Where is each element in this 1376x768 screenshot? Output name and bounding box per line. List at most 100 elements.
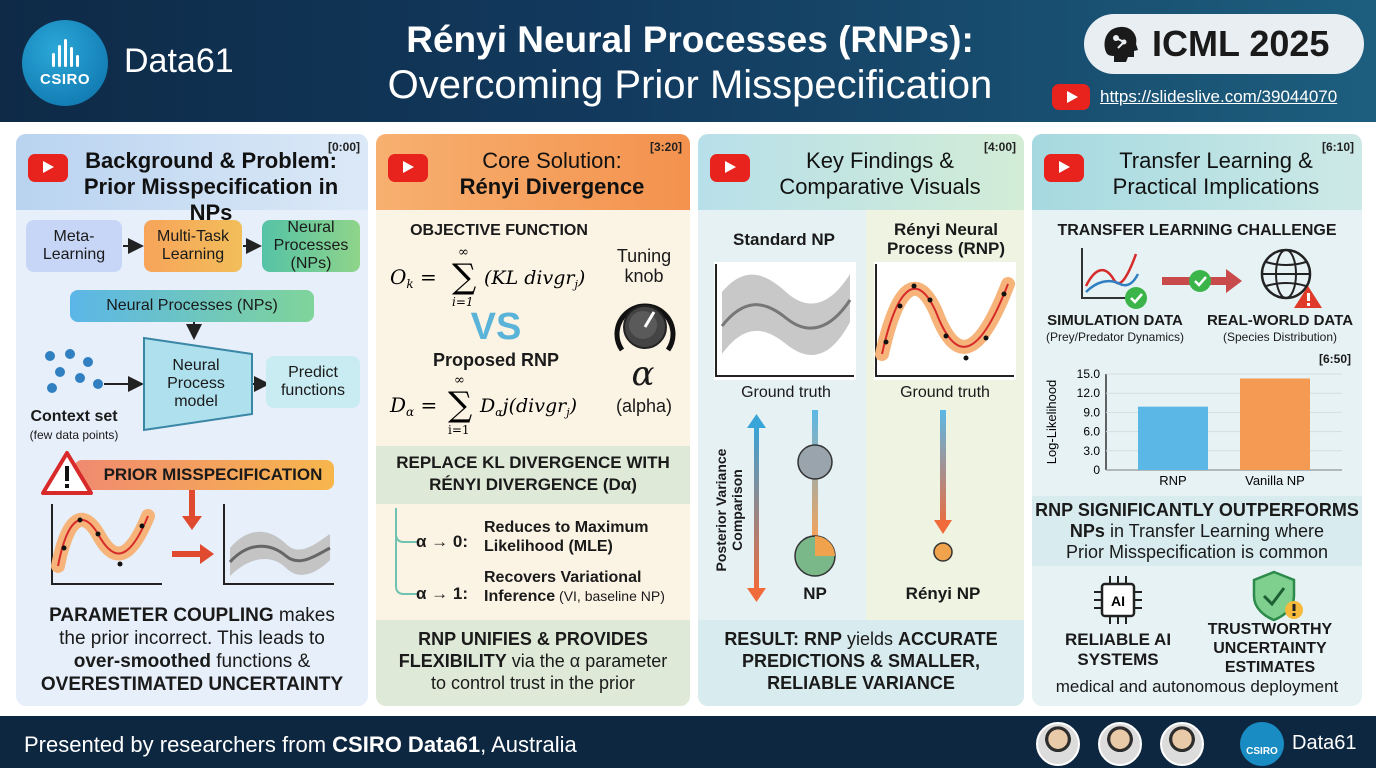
- outperform-text: RNP SIGNIFICANTLY OUTPERFORMS NPs in Tra…: [1032, 496, 1362, 566]
- column-background: Background & Problem:Prior Misspecificat…: [16, 134, 368, 706]
- y-tick-label: 9.0: [1083, 405, 1100, 419]
- footer-csiro-logo: CSIRO: [1240, 722, 1284, 766]
- np-variance-bar: [794, 410, 836, 577]
- model-trapezoid: [143, 336, 253, 432]
- tuning-knob-icon[interactable]: [612, 294, 678, 360]
- variance-arrow: [747, 414, 766, 602]
- globe-icon: [1260, 248, 1322, 308]
- sim-title: SIMULATION DATA: [1047, 312, 1183, 329]
- case0-text: Reduces to Maximum Likelihood (MLE): [484, 519, 649, 555]
- transfer-arrow: [1162, 269, 1242, 293]
- timestamp[interactable]: [3:20]: [649, 140, 682, 154]
- np-label: NP: [803, 584, 827, 603]
- title-line2: Overcoming Prior Misspecification: [387, 63, 993, 107]
- bar-rnp: [1138, 406, 1208, 470]
- shield-icon: [1252, 570, 1303, 622]
- svg-text:(KL divgrj): (KL divgrj): [484, 267, 585, 291]
- svg-text:Dαj(divgrj): Dαj(divgrj): [479, 395, 577, 419]
- column-title: Key Findings &Comparative Visuals: [779, 148, 981, 199]
- ground-truth-left: Ground truth: [741, 384, 831, 401]
- ground-truth-right: Ground truth: [900, 384, 990, 401]
- column-title: Transfer Learning &Practical Implication…: [1112, 148, 1320, 199]
- csiro-logo: CSIRO: [22, 20, 108, 106]
- warning-icon: [41, 451, 93, 495]
- svg-text:Ok =: Ok =: [390, 265, 437, 291]
- x-tick-label: RNP: [1159, 473, 1186, 486]
- column-key-findings: Key Findings &Comparative Visuals [4:00]…: [698, 134, 1024, 706]
- model-label: Neural Process model: [167, 357, 225, 410]
- title-line1: Rényi Neural Processes (RNPs):: [406, 19, 974, 60]
- column-header: Background & Problem:Prior Misspecificat…: [16, 134, 368, 225]
- ai-chip-label: AI: [1111, 593, 1125, 609]
- video-link[interactable]: https://slideslive.com/39044070: [1052, 84, 1337, 110]
- y-tick-label: 15.0: [1077, 367, 1101, 381]
- result-text: RESULT: RNP yields ACCURATE PREDICTIONS …: [698, 620, 1024, 706]
- standard-np-title: Standard NP: [732, 230, 836, 249]
- warning-banner: PRIOR MISSPECIFICATION: [74, 460, 334, 490]
- youtube-icon[interactable]: [1044, 154, 1084, 182]
- svg-text:∞: ∞: [454, 373, 465, 388]
- video-url[interactable]: https://slideslive.com/39044070: [1100, 87, 1338, 106]
- svg-text:∑: ∑: [452, 257, 476, 297]
- chart-timestamp[interactable]: [6:50]: [1318, 352, 1351, 366]
- simulation-chart-icon: [1081, 248, 1147, 309]
- column-title: Core Solution:Rényi Divergence: [459, 148, 645, 199]
- problem-text: PARAMETER COUPLING makes the prior incor…: [40, 605, 344, 695]
- rnp-variance-bar: [933, 410, 953, 562]
- footer-text: Presented by researchers from CSIRO Data…: [24, 732, 577, 757]
- timestamp[interactable]: [0:00]: [327, 140, 360, 154]
- column-transfer-learning: Transfer Learning &Practical Implication…: [1032, 134, 1362, 706]
- svg-text:∑: ∑: [448, 385, 472, 425]
- context-points: [45, 349, 103, 393]
- unify-text: RNP UNIFIES & PROVIDES FLEXIBILITY via t…: [376, 620, 690, 706]
- column-header: Key Findings &Comparative Visuals [4:00]: [698, 134, 1024, 210]
- timestamp[interactable]: [4:00]: [983, 140, 1016, 154]
- y-tick-label: 3.0: [1083, 444, 1100, 458]
- svg-text:Dα =: Dα =: [389, 393, 437, 419]
- objective-title: OBJECTIVE FUNCTION: [410, 222, 588, 239]
- variance-axis-label: Posterior Variance Comparison: [713, 448, 745, 572]
- brain-head-icon: [1104, 26, 1138, 62]
- case1-key: α → 1:: [416, 584, 469, 603]
- researcher-avatar-2: [1098, 722, 1142, 766]
- case-brackets: [395, 508, 418, 595]
- header: CSIRO Data61 Rényi Neural Processes (RNP…: [0, 0, 1376, 122]
- smooth-fit-plot: [223, 504, 334, 585]
- rnp-title: Rényi Neural Process (RNP): [886, 220, 1006, 258]
- flow-neural-processes: Neural Processes (NPs): [262, 219, 360, 272]
- knob-label: Tuning knob: [616, 246, 672, 286]
- y-tick-label: 12.0: [1077, 386, 1101, 400]
- researcher-avatar-1: [1036, 722, 1080, 766]
- footer-brand: Data61: [1292, 732, 1357, 754]
- column-header: Transfer Learning &Practical Implication…: [1032, 134, 1362, 210]
- case0-key: α → 0:: [416, 532, 469, 551]
- predict-label: Predict functions: [266, 356, 360, 408]
- logo-text: CSIRO: [39, 70, 90, 88]
- youtube-icon[interactable]: [710, 154, 750, 182]
- bar-vanilla-np: [1240, 378, 1310, 470]
- conference-badge: ICML 2025: [1084, 14, 1364, 74]
- conference-name: ICML 2025: [1152, 23, 1330, 64]
- y-tick-label: 6.0: [1083, 425, 1100, 439]
- youtube-icon[interactable]: [388, 154, 428, 182]
- brand-name: Data61: [124, 42, 234, 80]
- context-label: Context set: [30, 408, 118, 425]
- alpha-label: (alpha): [615, 396, 673, 416]
- footer: Presented by researchers from CSIRO Data…: [0, 716, 1376, 768]
- proposed-label: Proposed RNP: [432, 350, 560, 370]
- flow-meta-learning: Meta-Learning: [26, 220, 122, 272]
- page-title: Rényi Neural Processes (RNPs): Overcomin…: [300, 18, 1080, 108]
- researcher-avatar-3: [1160, 722, 1204, 766]
- deployment-text: medical and autonomous deployment: [1055, 677, 1339, 696]
- renyi-np-label: Rényi NP: [905, 584, 981, 603]
- alpha-symbol: α: [631, 354, 655, 394]
- y-axis-label: Log-Likelihood: [1044, 380, 1059, 465]
- youtube-icon[interactable]: [28, 154, 68, 182]
- y-tick-label: 0: [1093, 463, 1100, 477]
- timestamp[interactable]: [6:10]: [1321, 140, 1354, 154]
- ai-chip-icon: AI: [1094, 576, 1142, 624]
- flow-multi-task: Multi-Task Learning: [144, 220, 242, 272]
